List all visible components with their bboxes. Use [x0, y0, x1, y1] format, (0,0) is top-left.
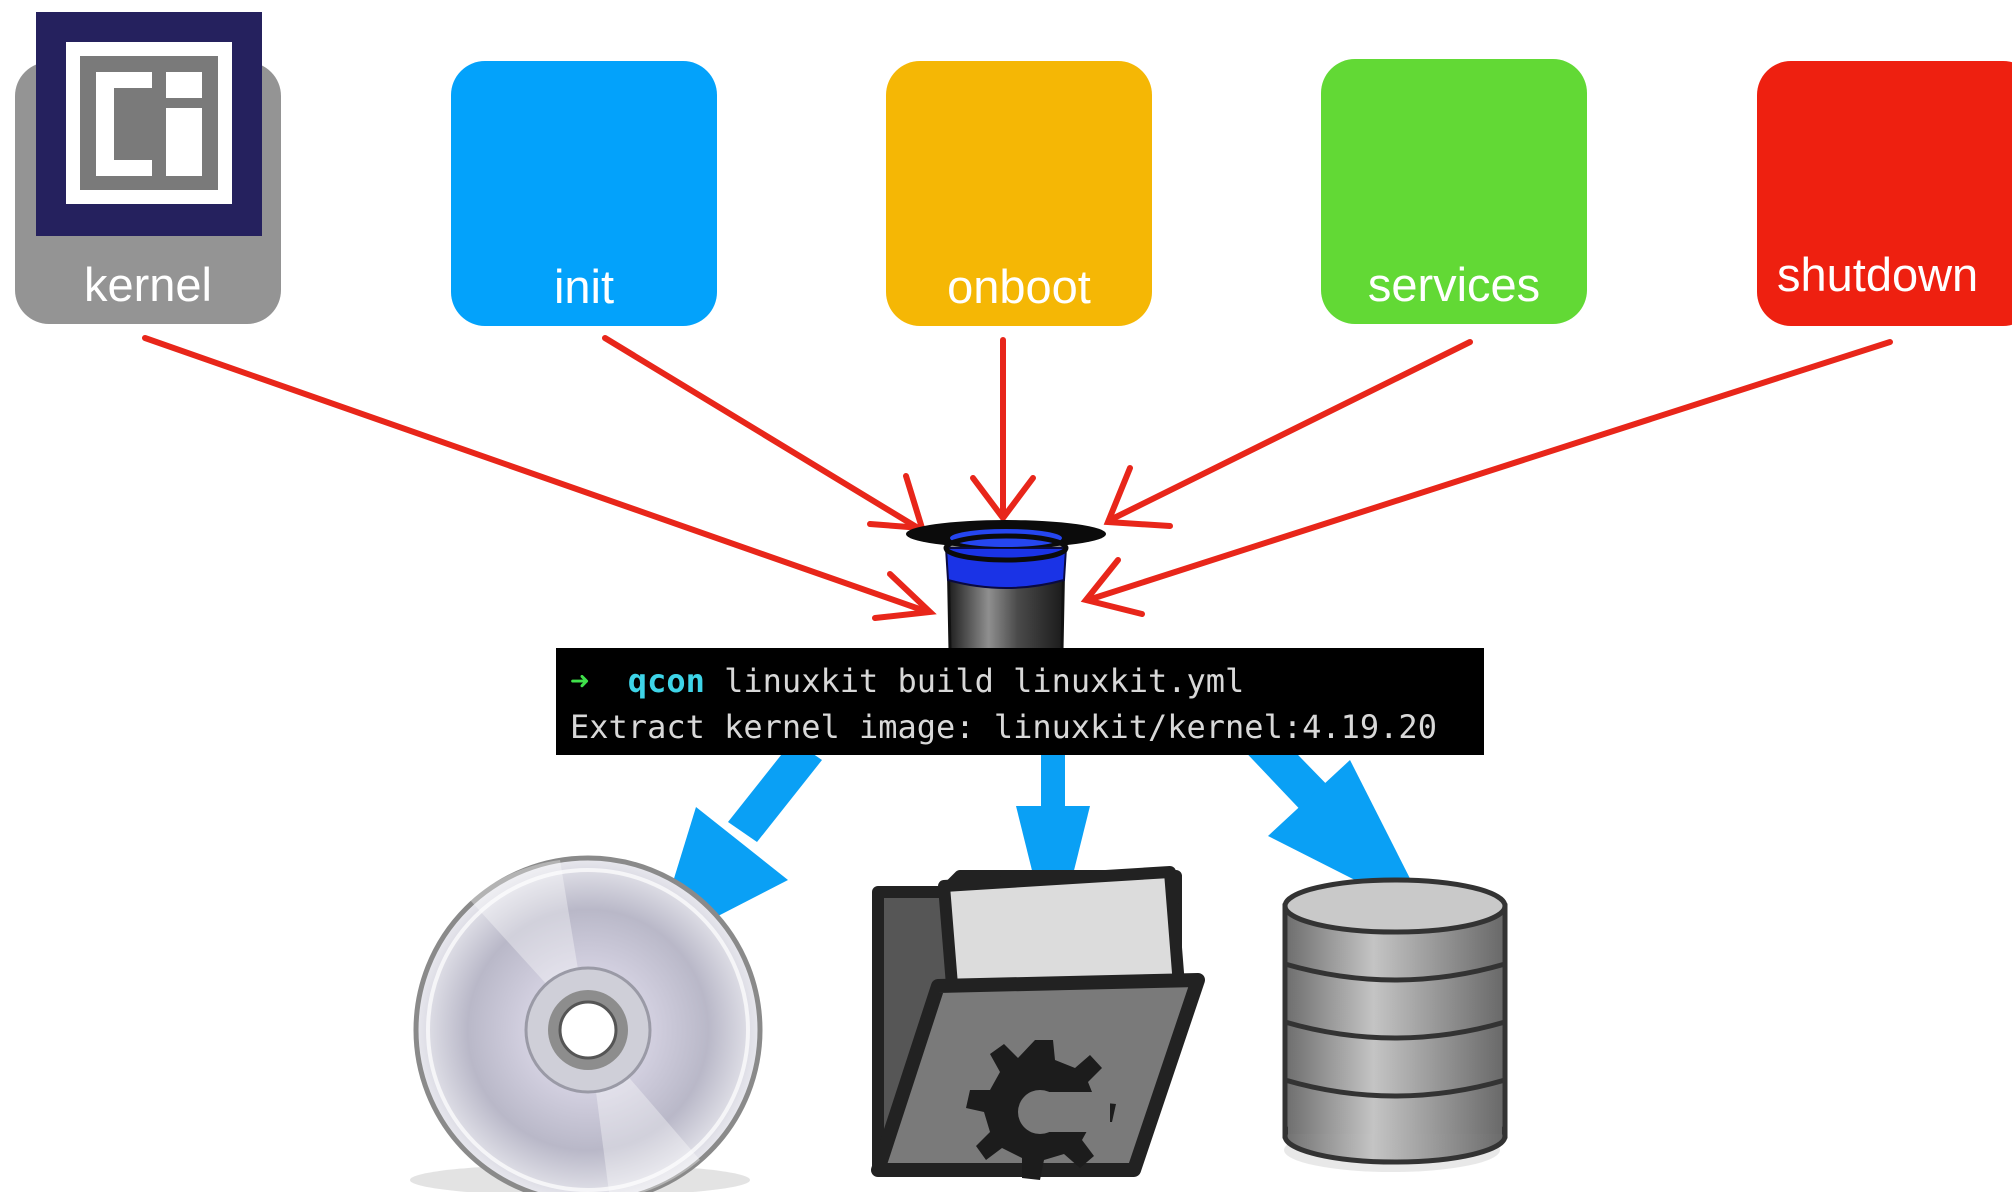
shutdown-stage-label: shutdown	[1777, 248, 1979, 301]
services-stage-label: services	[1367, 258, 1541, 311]
arrow-services-to-hat	[1107, 339, 1473, 523]
onboot-stage-label: onboot	[947, 260, 1091, 313]
terminal-output-line: Extract kernel image: linuxkit/kernel:4.…	[570, 708, 1437, 746]
arrow-shutdown-to-hat	[1085, 339, 1893, 603]
arrow-init-to-hat	[602, 335, 921, 531]
arrow-kernel-to-hat	[142, 335, 931, 615]
init-stage-box: init	[451, 61, 717, 326]
terminal-command-line: ➜ qcon linuxkit build linuxkit.yml	[570, 662, 1244, 700]
init-stage-label: init	[553, 260, 615, 313]
services-stage-box: services	[1321, 59, 1587, 324]
database-icon	[1282, 877, 1508, 1172]
shutdown-stage-box: shutdown	[1757, 61, 2012, 326]
terminal-window: ➜ qcon linuxkit build linuxkit.yml Extra…	[556, 648, 1484, 755]
prompt-host: qcon	[627, 662, 705, 700]
terminal-command: linuxkit build linuxkit.yml	[724, 662, 1245, 700]
onboot-stage-box: onboot	[886, 61, 1152, 326]
system-folder-icon	[871, 866, 1205, 1180]
ci-logo-icon	[36, 12, 262, 236]
prompt-arrow-icon: ➜	[570, 662, 590, 700]
kernel-stage-label: kernel	[83, 258, 212, 311]
cd-disc-icon	[410, 855, 763, 1192]
